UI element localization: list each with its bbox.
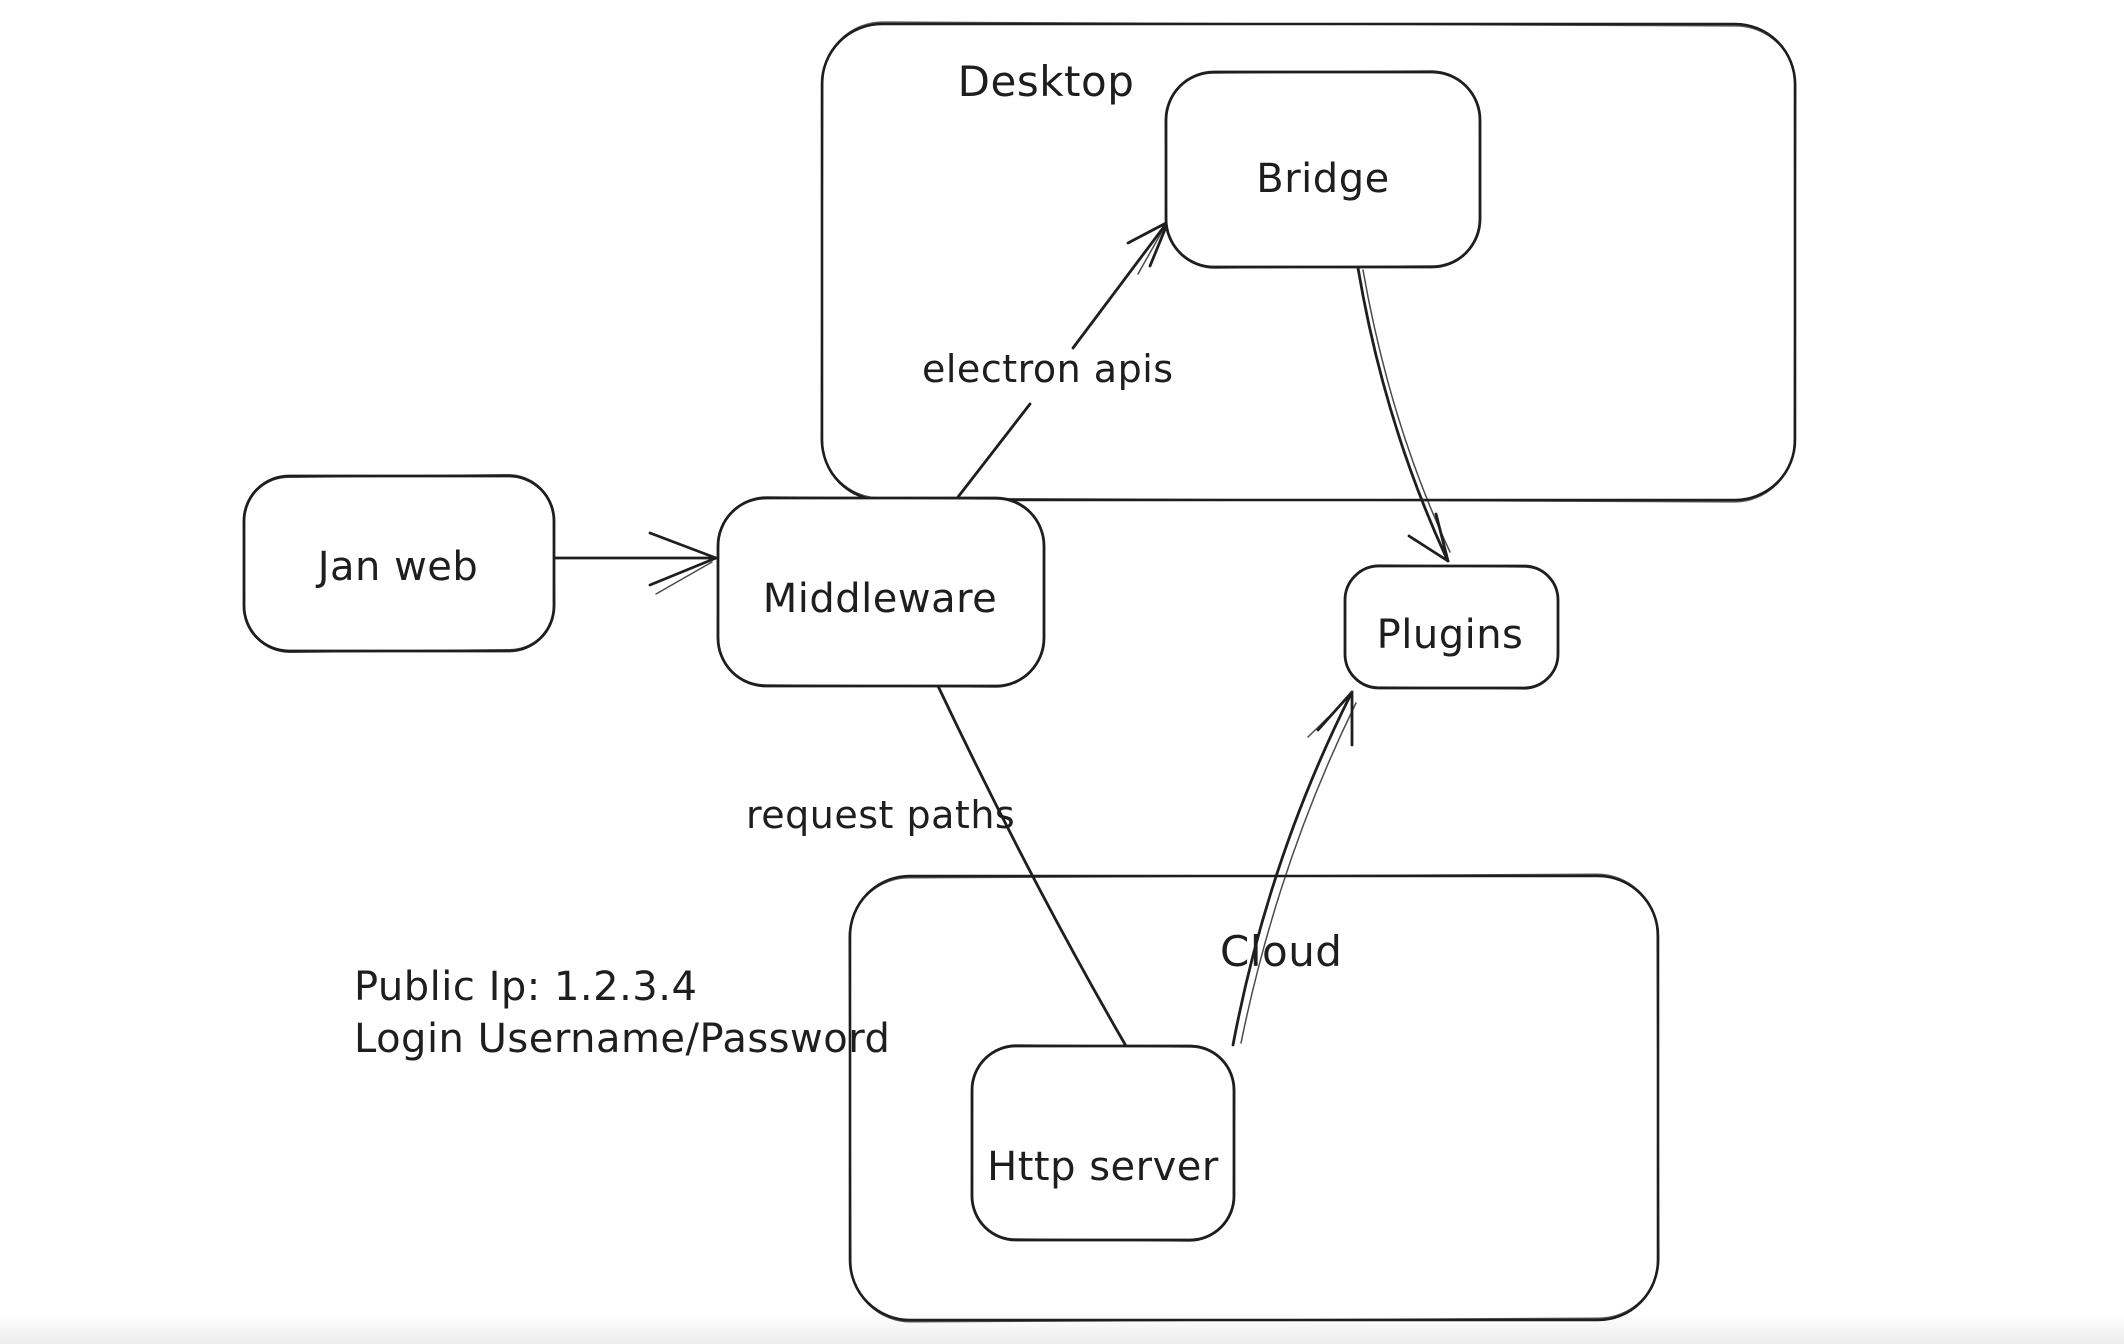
public-ip-text: Public Ip: 1.2.3.4 <box>354 964 697 1010</box>
edge-janweb-middleware <box>554 531 718 595</box>
edge-bridge-plugins-shaft-sketch <box>1362 269 1451 553</box>
edge-janweb-middleware-arrowhead-sketch <box>655 561 713 595</box>
edge-middleware-bridge-arrowhead <box>1126 220 1170 245</box>
annotation-block: Public Ip: 1.2.3.4 Login Username/Passwo… <box>354 964 890 1062</box>
edge-httpserver-plugins-arrowhead-sketch <box>1307 697 1349 738</box>
edge-janweb-middleware-arrowhead2 <box>648 556 718 587</box>
jan-web-label: Jan web <box>315 544 479 590</box>
edge-middleware-bridge <box>956 220 1170 499</box>
edge-httpserver-plugins-shaft-sketch <box>1240 702 1357 1044</box>
login-credentials-text: Login Username/Password <box>354 1016 890 1062</box>
edge-middleware-bridge-arrowhead-sketch <box>1137 227 1165 275</box>
http-server-box-sketch <box>970 1044 1236 1242</box>
edge-middleware-httpserver <box>936 684 1128 1048</box>
edge-bridge-plugins <box>1356 266 1451 563</box>
edge-label-electron-apis: electron apis <box>922 347 1174 391</box>
node-middleware: Middleware <box>716 496 1046 688</box>
edge-middleware-bridge-shaft-upper <box>1071 222 1168 350</box>
bridge-box-sketch <box>1164 70 1482 269</box>
cloud-container-outline-sketch <box>848 873 1660 1323</box>
edge-middleware-bridge-shaft-lower <box>956 402 1032 499</box>
edge-label-request-paths: request paths <box>746 793 1015 837</box>
edge-bridge-plugins-arrowhead2 <box>1407 534 1450 563</box>
cloud-container-label: Cloud <box>1220 927 1342 976</box>
node-jan-web: Jan web <box>242 474 556 653</box>
desktop-container-outline-sketch <box>820 21 1797 503</box>
http-server-label: Http server <box>987 1144 1219 1190</box>
node-bridge: Bridge <box>1164 70 1482 269</box>
edge-janweb-middleware-arrowhead <box>648 531 718 560</box>
edge-bridge-plugins-arrowhead <box>1434 512 1450 563</box>
http-server-box <box>970 1044 1236 1242</box>
bridge-label: Bridge <box>1256 156 1389 202</box>
plugins-box-sketch <box>1343 564 1560 690</box>
middleware-label: Middleware <box>763 576 998 622</box>
edge-middleware-httpserver-shaft <box>936 684 1128 1048</box>
plugins-label: Plugins <box>1377 612 1524 658</box>
edge-httpserver-plugins <box>1231 690 1357 1047</box>
edge-httpserver-plugins-shaft <box>1231 694 1352 1047</box>
jan-web-box-sketch <box>242 474 556 653</box>
node-plugins: Plugins <box>1343 564 1560 690</box>
node-http-server: Http server <box>970 1044 1236 1242</box>
middleware-box-sketch <box>716 496 1046 688</box>
edge-middleware-bridge-arrowhead2 <box>1148 220 1170 268</box>
desktop-container-label: Desktop <box>958 57 1135 106</box>
container-cloud: Cloud <box>848 873 1660 1323</box>
edge-bridge-plugins-shaft <box>1356 266 1448 559</box>
